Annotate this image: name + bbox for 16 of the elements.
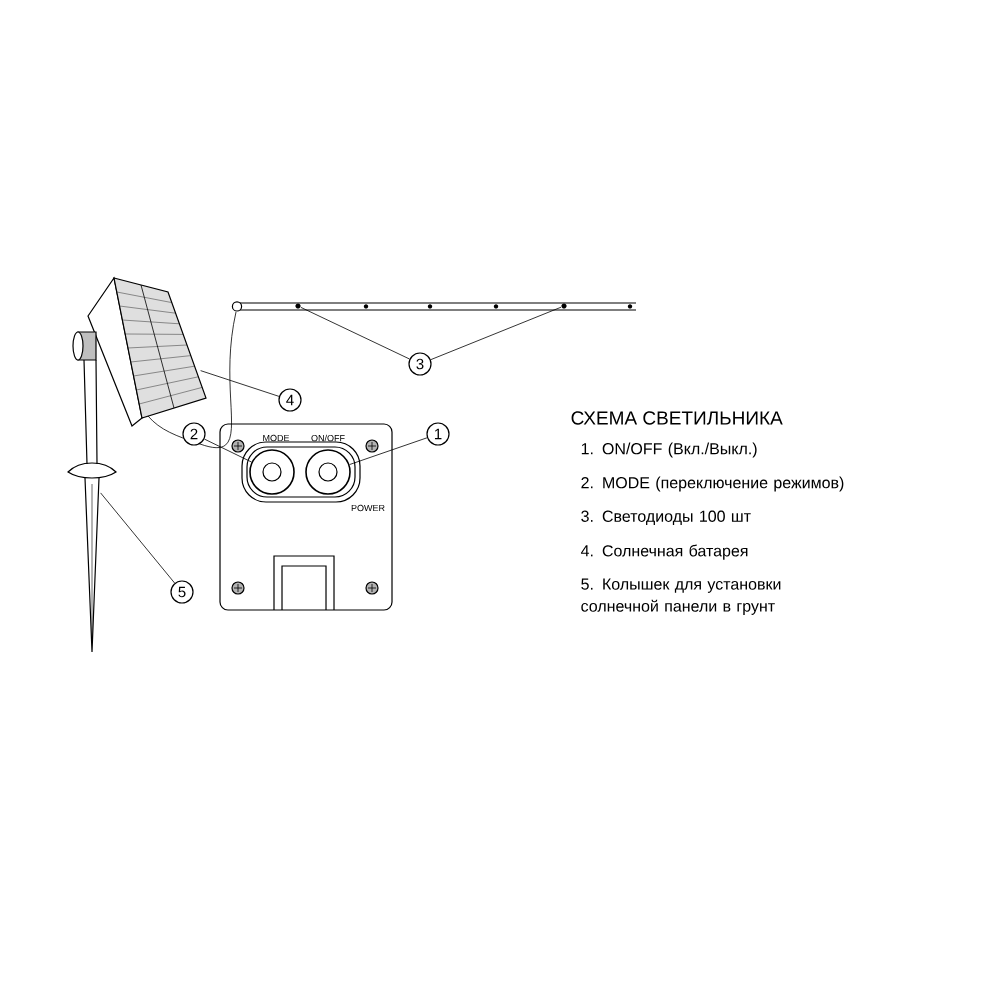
push-button xyxy=(249,449,295,495)
stake-lamp-drawing xyxy=(67,331,117,653)
leader-line xyxy=(300,307,410,360)
list-item: 1. ON/OFF (Вкл./Выкл.) xyxy=(581,442,757,458)
list-item: 4. Солнечная батарея xyxy=(581,544,748,560)
leader-line xyxy=(100,492,176,584)
list-heading: СХЕМА СВЕТИЛЬНИКА xyxy=(571,411,783,425)
push-button xyxy=(305,449,351,495)
list-item: 5. Колышек для установки солнечной панели в грунт xyxy=(581,578,781,615)
leader-line xyxy=(200,370,280,397)
leader-line xyxy=(204,438,252,463)
leader-line xyxy=(430,306,562,361)
list-item: 3. Светодиоды 100 шт xyxy=(581,510,751,525)
list-item: 2. MODE (переключение режимов) xyxy=(581,476,844,492)
leader-line xyxy=(349,437,428,465)
solar-panel-drawing xyxy=(87,276,207,427)
